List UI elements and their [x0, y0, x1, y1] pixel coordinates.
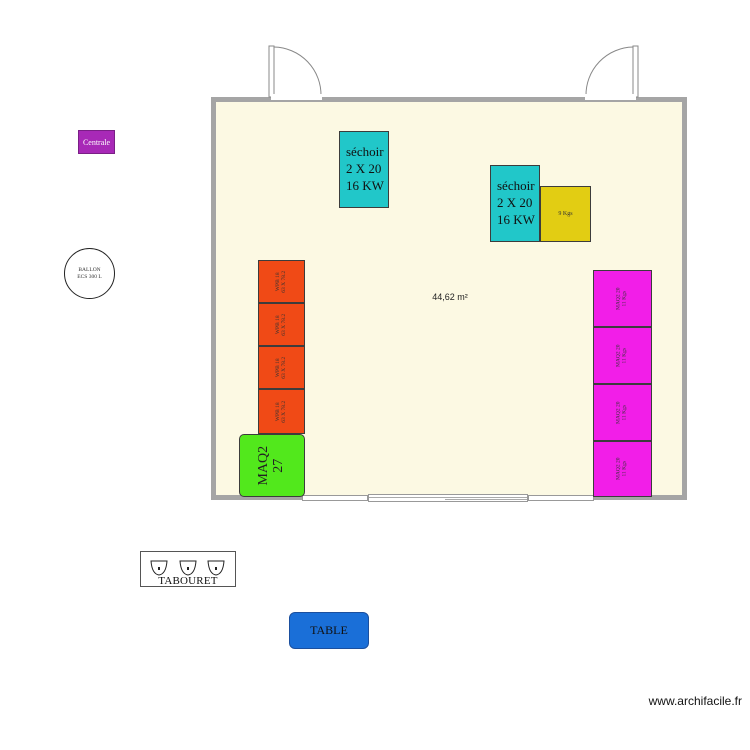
window-center	[368, 494, 528, 502]
sechoir-2-line1: séchoir	[497, 178, 535, 194]
wpb-4-line2: 63 X 78.2	[280, 400, 287, 423]
ballon-line2: ECS 300 L	[77, 273, 102, 280]
centrale-box[interactable]: Centrale	[78, 130, 115, 154]
stool-icon-2	[179, 560, 197, 576]
sechoir-1-line3: 16 KW	[346, 177, 384, 193]
machine-9kgs[interactable]: 9 Kgs	[540, 186, 591, 242]
wpb-1-line2: 63 X 78.2	[280, 270, 287, 293]
table-object[interactable]: TABLE	[289, 612, 369, 649]
wpb-2-line2: 63 X 78.2	[280, 313, 287, 336]
watermark: www.archifacile.fr	[648, 694, 742, 708]
sechoir-2[interactable]: séchoir 2 X 20 16 KW	[490, 165, 540, 242]
maq27-line2: 27	[270, 458, 286, 473]
wpb-3-line2: 63 X 78.2	[280, 356, 287, 379]
tabouret-group[interactable]	[140, 551, 236, 587]
stool-icon-3	[207, 560, 225, 576]
sechoir-2-line2: 2 X 20	[497, 195, 533, 211]
ballon-ecs[interactable]: BALLON ECS 300 L	[64, 248, 115, 299]
window-right	[528, 495, 594, 501]
door-left[interactable]	[268, 44, 324, 100]
maqr-1-line2: 11 Kgs	[621, 290, 628, 307]
maqr-4-line2: 11 Kgs	[621, 461, 628, 477]
sechoir-1[interactable]: séchoir 2 X 20 16 KW	[339, 131, 389, 208]
tabouret-label: TABOURET	[158, 575, 218, 587]
maq27-line1: MAQ2	[256, 445, 272, 486]
window-left	[302, 495, 368, 501]
maqr-2-line2: 11 Kgs	[621, 347, 628, 364]
room-area-label: 44,62 m²	[432, 292, 468, 302]
sechoir-1-line2: 2 X 20	[346, 161, 382, 177]
stool-icon-1	[150, 560, 168, 576]
sechoir-2-line3: 16 KW	[497, 211, 535, 227]
ballon-line1: BALLON	[78, 267, 101, 274]
maqr-3-line2: 11 Kgs	[621, 404, 628, 421]
sechoir-1-line1: séchoir	[346, 144, 384, 160]
door-right[interactable]	[584, 44, 640, 100]
